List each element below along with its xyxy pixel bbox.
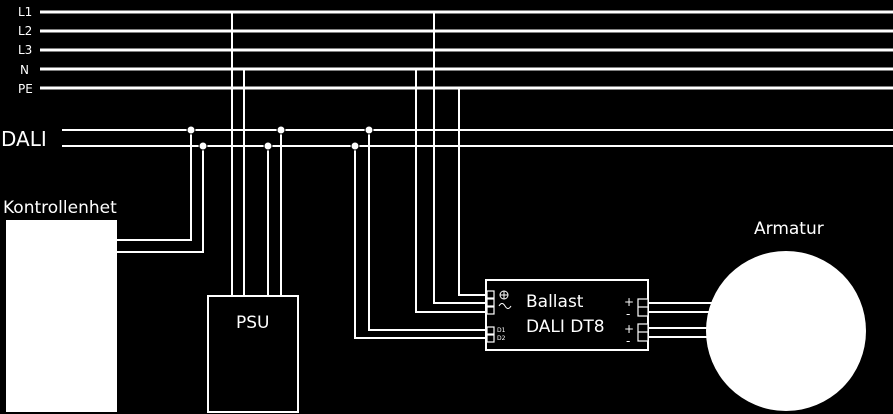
label-pe: PE [18, 82, 33, 96]
ballast-plus-top: + [624, 295, 634, 309]
label-l2: L2 [18, 24, 32, 38]
controller-box [6, 220, 117, 412]
label-l1: L1 [18, 5, 32, 19]
ballast-plus-bottom: + [624, 322, 634, 336]
controller-label: Kontrollenhet [3, 198, 117, 218]
label-n: N [20, 63, 29, 77]
ballast-title-1: Ballast [526, 292, 584, 312]
ballast-wire-dali-2 [354, 146, 487, 339]
ballast-box [485, 279, 649, 351]
ballast-title-2: DALI DT8 [526, 317, 605, 337]
junction-dot [198, 141, 208, 151]
ballast-wire-dali-1 [368, 130, 487, 331]
ballast-terminal [486, 290, 495, 299]
ballast-wire-pe [458, 88, 487, 296]
controller-wire-1 [117, 130, 192, 241]
psu-wires [231, 12, 282, 296]
ballast-output-terminals [637, 298, 649, 342]
luminaire-label: Armatur [754, 219, 824, 239]
psu-box [207, 295, 299, 413]
label-l3: L3 [18, 43, 32, 57]
junction-dot [276, 125, 286, 135]
label-dali: DALI [1, 127, 47, 151]
ballast-d1-label: D1 [497, 327, 506, 334]
ac-wave-icon [498, 303, 512, 309]
ballast-wire-l1 [433, 12, 487, 304]
junction-dot [263, 141, 273, 151]
psu-label: PSU [236, 313, 270, 333]
ballast-wires [354, 12, 487, 339]
junction-dot [364, 125, 374, 135]
junction-dot [186, 125, 196, 135]
ballast-wire-n [415, 69, 487, 313]
ballast-d2-label: D2 [497, 335, 506, 342]
ballast-terminal [486, 326, 495, 335]
ballast-minus-bottom: - [626, 334, 630, 348]
luminaire-circle [706, 251, 866, 411]
ballast-terminal [486, 298, 495, 307]
ballast-minus-top: - [626, 307, 630, 321]
ballast-input-terminals [486, 290, 495, 343]
junction-dot [350, 141, 360, 151]
controller-wire-2 [117, 146, 204, 253]
ballast-terminal [486, 306, 495, 315]
controller-wires [117, 130, 204, 253]
junction-dots [186, 125, 374, 151]
ground-icon [499, 290, 509, 300]
ballast-terminal [486, 334, 495, 343]
luminaire-wires [648, 302, 712, 338]
power-bus [40, 10, 893, 90]
dali-bus [62, 129, 893, 147]
